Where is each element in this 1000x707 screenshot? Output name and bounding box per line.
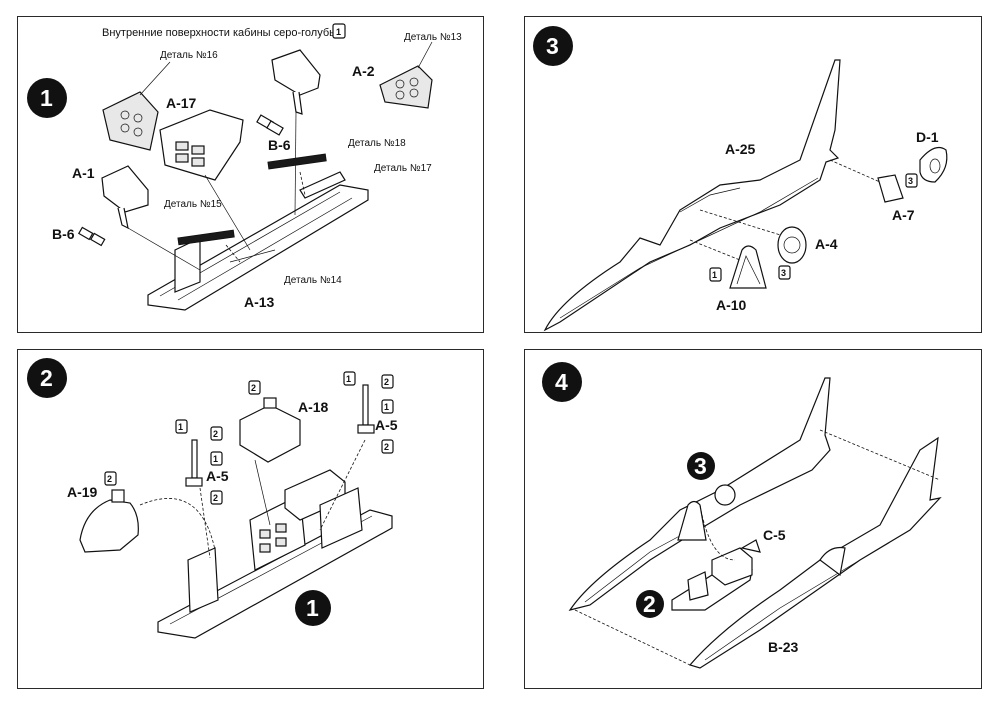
seat-a2-back bbox=[271, 49, 321, 216]
exhaust-d1 bbox=[919, 147, 948, 183]
step-3-diagram: 3 3 3 1 A-25 D-1 A bbox=[533, 26, 948, 332]
seat-assembly-small bbox=[671, 547, 753, 611]
svg-text:1: 1 bbox=[178, 422, 183, 432]
svg-text:3: 3 bbox=[908, 176, 913, 186]
step-3-panel bbox=[524, 16, 982, 333]
step-1-diagram: Внутренние поверхности кабины серо-голуб… bbox=[27, 23, 462, 311]
step-2-number: 2 bbox=[40, 365, 53, 391]
label-decal-16: Деталь №16 bbox=[160, 50, 218, 61]
svg-text:2: 2 bbox=[384, 442, 389, 452]
fuselage-half-left bbox=[568, 377, 831, 611]
step-1-number: 1 bbox=[40, 85, 53, 111]
sub-step-1-number: 1 bbox=[306, 595, 319, 621]
label-decal-14: Деталь №14 bbox=[284, 275, 342, 286]
label-a7: A-7 bbox=[892, 207, 915, 223]
sub-step-3-badge bbox=[687, 452, 715, 480]
step-4-badge bbox=[542, 362, 582, 402]
svg-text:2: 2 bbox=[251, 383, 256, 393]
svg-text:2: 2 bbox=[384, 377, 389, 387]
step-2-badge bbox=[27, 358, 67, 398]
part-b6-left-b bbox=[89, 232, 106, 247]
label-a19: A-19 bbox=[67, 484, 98, 500]
step-1-panel bbox=[17, 16, 484, 333]
paint-can-icon: 1 bbox=[332, 23, 346, 39]
step-4-diagram: 4 3 2 C-5 B-23 bbox=[542, 362, 942, 669]
paint-can-number: 1 bbox=[336, 27, 341, 37]
part-b6-left bbox=[77, 226, 94, 241]
label-a5-right: A-5 bbox=[375, 417, 398, 433]
paint-cans-step3: 3 3 1 bbox=[709, 173, 918, 282]
control-stick-a5-left bbox=[185, 439, 211, 559]
svg-text:2: 2 bbox=[213, 493, 218, 503]
cockpit-tub-a13 bbox=[147, 171, 369, 311]
label-a4: A-4 bbox=[815, 236, 838, 252]
instrument-panel-a17 bbox=[159, 109, 251, 251]
svg-text:1: 1 bbox=[213, 454, 218, 464]
fuselage-half-right-b23 bbox=[688, 436, 942, 669]
svg-text:1: 1 bbox=[346, 374, 351, 384]
decal-15-strip bbox=[177, 229, 235, 246]
step-3-number: 3 bbox=[546, 33, 559, 59]
nozzle-a7 bbox=[877, 174, 904, 203]
label-a10: A-10 bbox=[716, 297, 747, 313]
cockpit-assembly bbox=[157, 469, 393, 639]
seat-a1 bbox=[101, 165, 201, 271]
label-decal-17: Деталь №17 bbox=[374, 163, 432, 174]
canopy-frame-a18 bbox=[239, 397, 301, 526]
part-c5 bbox=[740, 539, 761, 553]
fuselage-half-a25 bbox=[543, 59, 881, 332]
svg-text:2: 2 bbox=[107, 474, 112, 484]
step-2-diagram: 2 bbox=[27, 358, 398, 639]
label-a18: A-18 bbox=[298, 399, 329, 415]
svg-text:3: 3 bbox=[781, 268, 786, 278]
step-2-panel bbox=[17, 349, 484, 689]
label-b6-right: B-6 bbox=[268, 137, 291, 153]
label-d1: D-1 bbox=[916, 129, 939, 145]
sub-step-1-badge bbox=[295, 590, 331, 626]
label-a5-left: A-5 bbox=[206, 468, 229, 484]
sub-step-2-badge bbox=[636, 590, 664, 618]
label-a17: A-17 bbox=[166, 95, 197, 111]
label-decal-18: Деталь №18 bbox=[348, 138, 406, 149]
svg-text:1: 1 bbox=[712, 270, 717, 280]
decal-18-strip bbox=[267, 153, 327, 170]
sub-step-3-number: 3 bbox=[694, 453, 707, 479]
step-4-panel bbox=[524, 349, 982, 689]
instrument-hood-a4 bbox=[777, 226, 807, 264]
canopy-a10 bbox=[729, 245, 767, 289]
label-decal-13: Деталь №13 bbox=[404, 32, 462, 43]
label-decal-15: Деталь №15 bbox=[164, 199, 222, 210]
label-c5: C-5 bbox=[763, 527, 786, 543]
cockpit-color-note: Внутренние поверхности кабины серо-голуб… bbox=[102, 27, 343, 39]
paint-cans-step2: 2 1 2 1 2 1 2 1 2 2 bbox=[104, 371, 394, 505]
svg-text:2: 2 bbox=[213, 429, 218, 439]
step-4-number: 4 bbox=[555, 369, 568, 395]
label-b6-left: B-6 bbox=[52, 226, 75, 242]
label-a13: A-13 bbox=[244, 294, 275, 310]
instrument-panel-decal-13 bbox=[379, 41, 433, 109]
sub-step-2-number: 2 bbox=[643, 591, 656, 617]
step-1-badge bbox=[27, 78, 67, 118]
label-a2: A-2 bbox=[352, 63, 375, 79]
step-3-badge bbox=[533, 26, 573, 66]
svg-text:1: 1 bbox=[384, 402, 389, 412]
part-a19 bbox=[79, 489, 216, 553]
part-b6-right-b bbox=[266, 120, 284, 136]
control-stick-a5-right bbox=[319, 384, 375, 531]
label-a1: A-1 bbox=[72, 165, 95, 181]
label-a25: A-25 bbox=[725, 141, 756, 157]
label-b23: B-23 bbox=[768, 639, 799, 655]
instrument-panel-decal-16 bbox=[102, 61, 171, 151]
